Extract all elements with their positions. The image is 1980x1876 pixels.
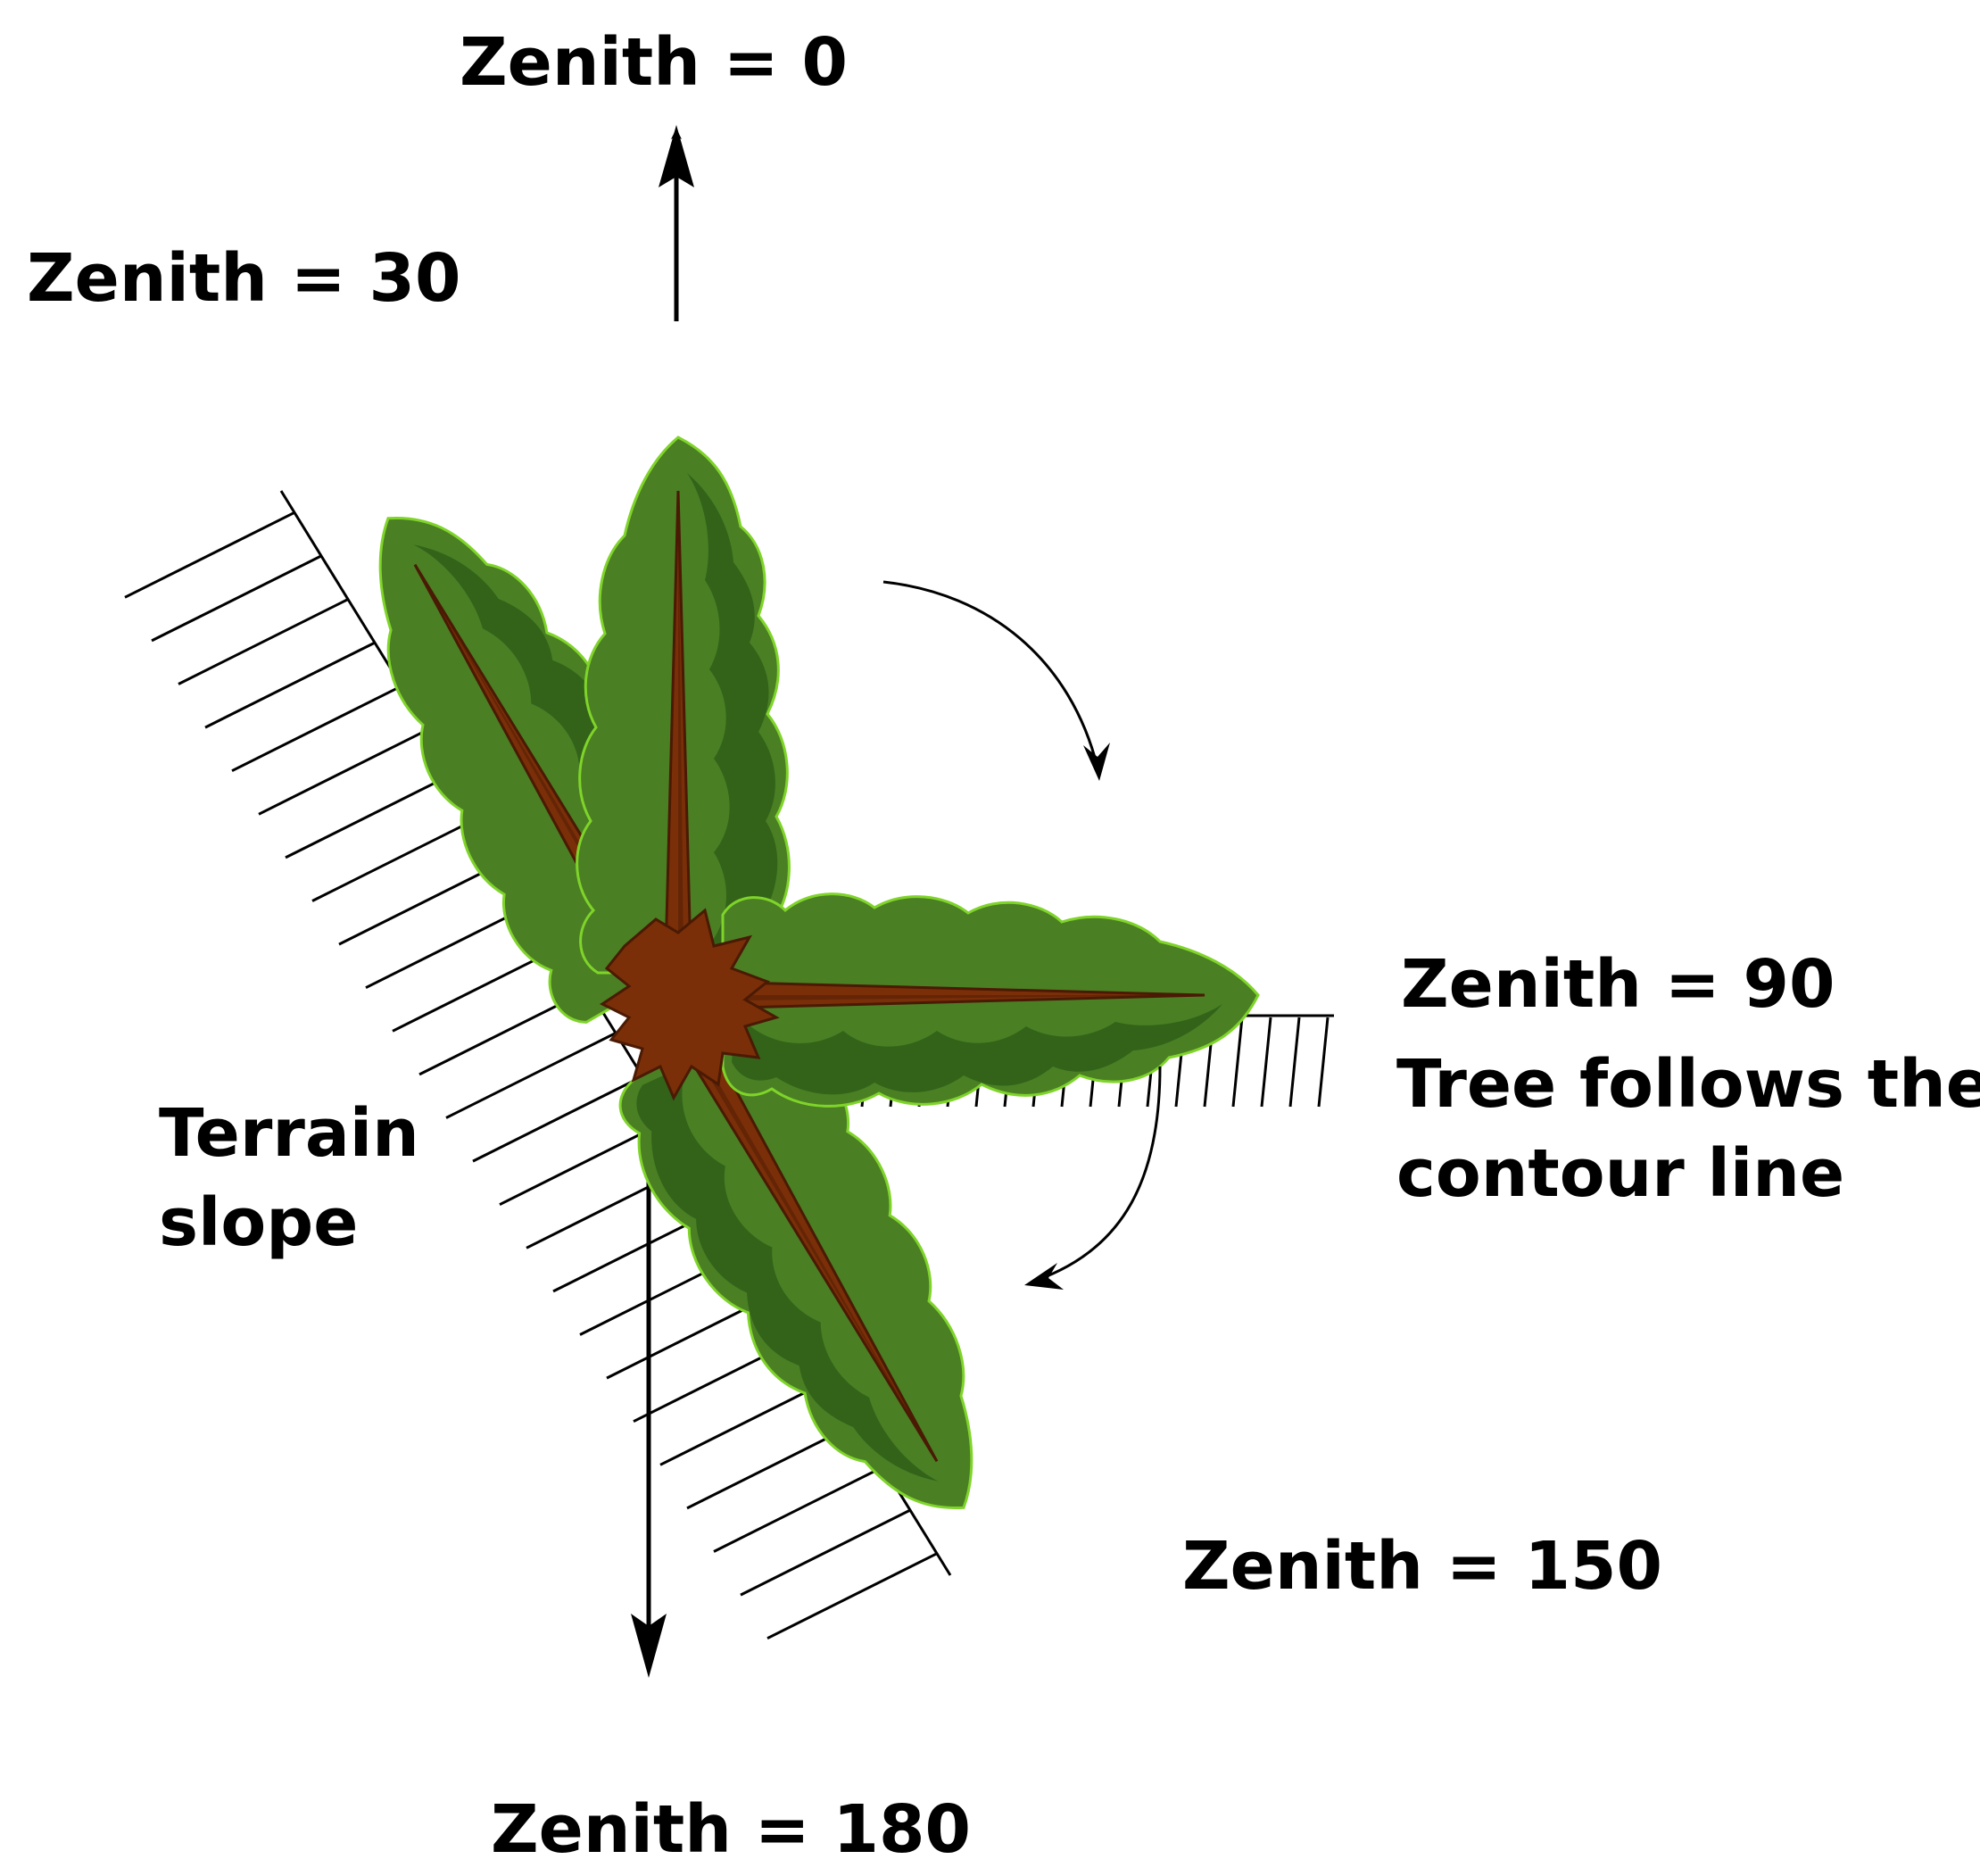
slope-hatch-mark xyxy=(151,554,322,643)
contour-hatch-mark xyxy=(1317,1017,1330,1108)
slope-hatch-mark xyxy=(231,685,402,773)
slope-hatch-mark xyxy=(472,1075,643,1163)
rotation-arrow-lower xyxy=(1034,1066,1162,1282)
contour-hatch-mark xyxy=(1231,1017,1244,1108)
label-zenith-180: Zenith = 180 xyxy=(491,1791,971,1868)
slope-hatch-mark xyxy=(713,1465,884,1553)
rotation-arrow-upper xyxy=(882,580,1099,768)
zenith-180-arrowhead xyxy=(631,1614,667,1678)
label-zenith-90-note-line2: contour line xyxy=(1396,1135,1844,1212)
contour-hatch-mark xyxy=(1260,1017,1272,1108)
zenith-0-arrowhead xyxy=(659,125,694,187)
label-zenith-0: Zenith = 0 xyxy=(460,24,848,101)
slope-hatch-mark xyxy=(311,815,483,902)
label-terrain-line2: slope xyxy=(159,1184,358,1261)
trees xyxy=(299,436,1260,1565)
label-zenith-90: Zenith = 90 xyxy=(1401,946,1835,1023)
label-zenith-150: Zenith = 150 xyxy=(1182,1528,1662,1605)
slope-hatch-mark xyxy=(258,727,429,816)
slope-hatch-mark xyxy=(124,511,295,599)
slope-hatch-mark xyxy=(740,1508,911,1597)
rotation-arrow-upper-head xyxy=(1083,743,1110,781)
rotation-arrow-lower-head xyxy=(1024,1263,1064,1290)
slope-hatch-mark xyxy=(445,1032,617,1119)
slope-hatch-mark xyxy=(178,598,349,685)
slope-hatch-mark xyxy=(766,1552,938,1640)
label-terrain-line1: Terrain xyxy=(159,1095,419,1172)
slope-hatch-mark xyxy=(285,771,456,859)
label-zenith-30: Zenith = 30 xyxy=(27,240,460,317)
contour-hatch-mark xyxy=(1288,1017,1301,1108)
slope-hatch-mark xyxy=(204,641,376,729)
slope-hatch-mark xyxy=(659,1378,831,1466)
root-cluster xyxy=(600,908,780,1101)
label-zenith-90-note-line1: Tree follows the xyxy=(1396,1046,1980,1123)
